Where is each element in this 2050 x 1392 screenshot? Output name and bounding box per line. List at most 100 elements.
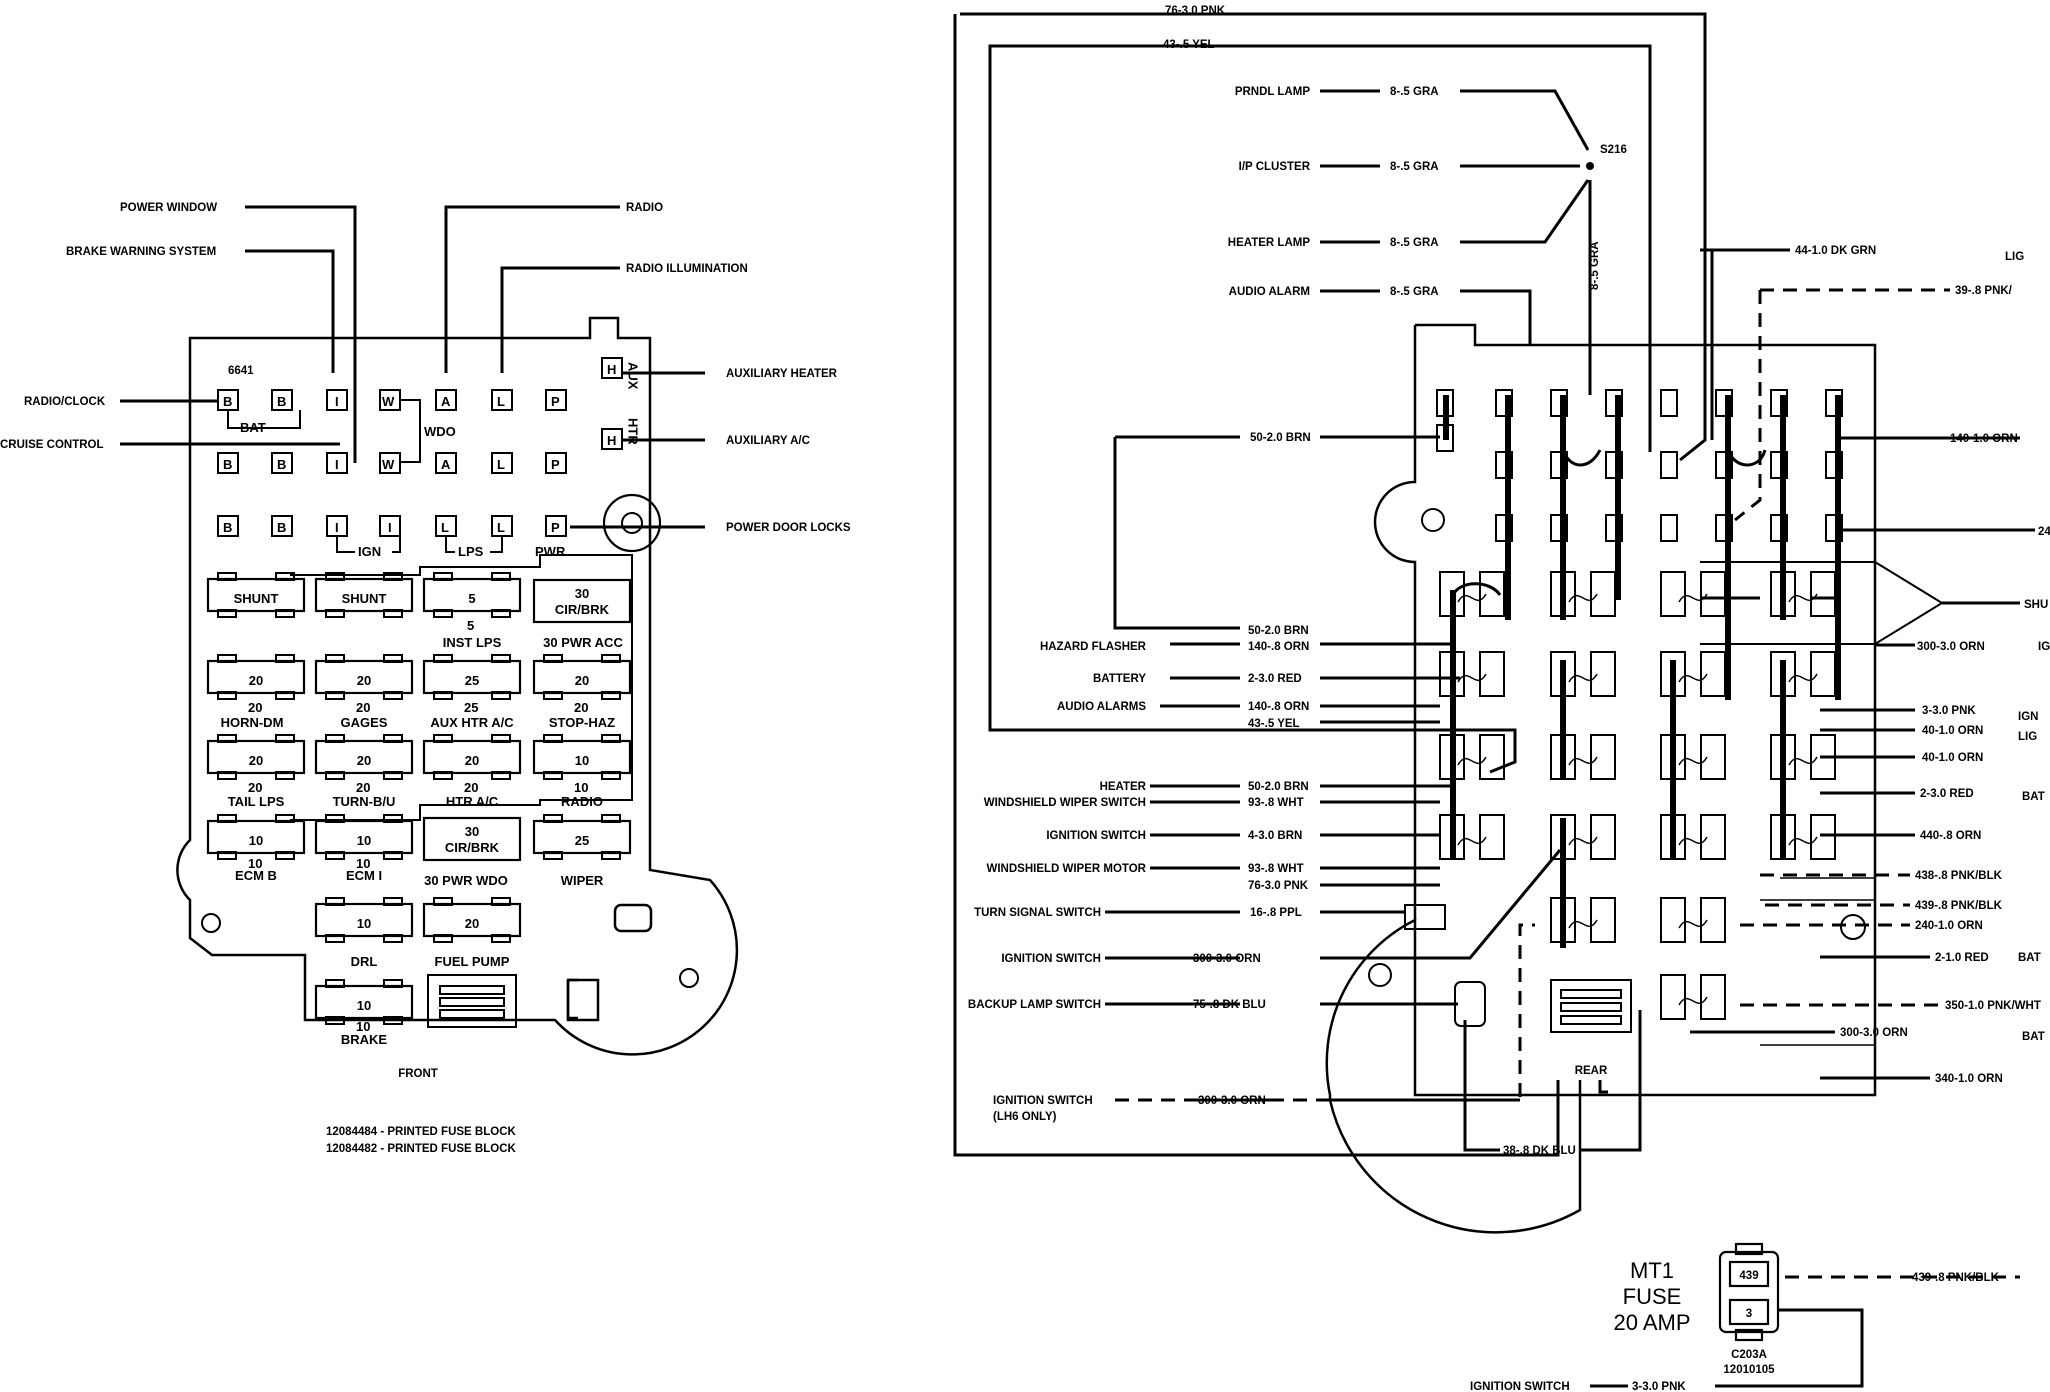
svg-text:WINDSHIELD WIPER SWITCH: WINDSHIELD WIPER SWITCH <box>984 797 1146 809</box>
right-fuse-block <box>1325 323 1944 1234</box>
svg-text:439-.8 PNK/BLK: 439-.8 PNK/BLK <box>1915 900 2003 912</box>
svg-text:BACKUP LAMP SWITCH: BACKUP LAMP SWITCH <box>968 999 1101 1011</box>
svg-text:RADIO: RADIO <box>561 794 603 809</box>
svg-text:40-1.0 ORN: 40-1.0 ORN <box>1922 725 1983 737</box>
svg-text:8-.5 GRA: 8-.5 GRA <box>1390 86 1439 98</box>
svg-text:25: 25 <box>575 833 589 848</box>
svg-text:10: 10 <box>575 753 589 768</box>
svg-text:340-1.0 ORN: 340-1.0 ORN <box>1935 1073 2003 1085</box>
svg-text:TURN SIGNAL SWITCH: TURN SIGNAL SWITCH <box>974 907 1101 919</box>
svg-text:L: L <box>497 394 505 409</box>
svg-text:40-1.0 ORN: 40-1.0 ORN <box>1922 752 1983 764</box>
svg-text:HTR A/C: HTR A/C <box>446 794 499 809</box>
svg-text:2-3.0 RED: 2-3.0 RED <box>1248 673 1302 685</box>
svg-text:44-1.0 DK GRN: 44-1.0 DK GRN <box>1795 245 1876 257</box>
svg-text:AUDIO ALARMS: AUDIO ALARMS <box>1057 701 1146 713</box>
svg-text:SHU: SHU <box>2024 599 2048 611</box>
svg-text:WINDSHIELD WIPER MOTOR: WINDSHIELD WIPER MOTOR <box>986 863 1146 875</box>
svg-text:B: B <box>277 394 286 409</box>
svg-text:MT1: MT1 <box>1630 1258 1674 1283</box>
svg-text:8-.5 GRA: 8-.5 GRA <box>1390 161 1439 173</box>
svg-text:240: 240 <box>2038 526 2050 538</box>
svg-text:30: 30 <box>465 824 479 839</box>
svg-text:SHUNT: SHUNT <box>342 591 387 606</box>
svg-text:10: 10 <box>357 833 371 848</box>
svg-text:300-3.0 ORN: 300-3.0 ORN <box>1840 1027 1908 1039</box>
svg-text:25: 25 <box>464 700 478 715</box>
svg-text:B: B <box>223 520 232 535</box>
svg-text:438-.8 PNK/BLK: 438-.8 PNK/BLK <box>1915 870 2003 882</box>
svg-text:AUDIO ALARM: AUDIO ALARM <box>1229 286 1310 298</box>
svg-text:STOP-HAZ: STOP-HAZ <box>549 715 615 730</box>
mt1-fuse: MT1 FUSE 20 AMP 439 3 C203A 12010105 439… <box>1470 1242 2000 1392</box>
svg-text:IGNITION SWITCH: IGNITION SWITCH <box>993 1095 1093 1107</box>
svg-text:DRL: DRL <box>351 954 378 969</box>
svg-text:I: I <box>335 520 339 535</box>
svg-text:20: 20 <box>575 673 589 688</box>
svg-text:BAT: BAT <box>2022 791 2045 803</box>
svg-text:TURN-B/U: TURN-B/U <box>333 794 396 809</box>
svg-text:BAT: BAT <box>2018 952 2041 964</box>
svg-text:CIR/BRK: CIR/BRK <box>555 602 610 617</box>
svg-text:12084484 - PRINTED FUSE BLOCK: 12084484 - PRINTED FUSE BLOCK <box>326 1126 517 1138</box>
svg-text:20: 20 <box>356 780 370 795</box>
htr-vertical: HTR <box>626 418 641 445</box>
aux-vertical: AUX <box>626 362 641 390</box>
svg-text:300-3.0 ORN: 300-3.0 ORN <box>1198 1095 1266 1107</box>
svg-text:IGN: IGN <box>2018 711 2038 723</box>
svg-text:20: 20 <box>464 780 478 795</box>
svg-text:GAGES: GAGES <box>341 715 388 730</box>
svg-text:25: 25 <box>465 673 479 688</box>
svg-text:B: B <box>223 394 232 409</box>
svg-text:IGN: IGN <box>358 544 381 559</box>
svg-text:FUEL PUMP: FUEL PUMP <box>435 954 510 969</box>
svg-text:140-1.0 ORN: 140-1.0 ORN <box>1950 433 2018 445</box>
svg-text:CIR/BRK: CIR/BRK <box>445 840 500 855</box>
right-labels: 76-3.0 PNK 43-.5 YEL PRNDL LAMP 8-.5 GRA… <box>968 5 2050 1157</box>
svg-text:5: 5 <box>467 618 474 633</box>
svg-text:WIPER: WIPER <box>561 873 604 888</box>
svg-text:39-.8 PNK/: 39-.8 PNK/ <box>1955 285 2013 297</box>
svg-text:LPS: LPS <box>458 544 484 559</box>
svg-text:W: W <box>382 457 395 472</box>
svg-text:BATTERY: BATTERY <box>1093 673 1146 685</box>
svg-text:LIG: LIG <box>2005 251 2024 263</box>
svg-text:300-3.0 ORN: 300-3.0 ORN <box>1917 641 1985 653</box>
svg-text:ECM B: ECM B <box>235 868 277 883</box>
svg-text:3-3.0 PNK: 3-3.0 PNK <box>1922 705 1976 717</box>
svg-text:8-.5 GRA: 8-.5 GRA <box>1589 241 1601 290</box>
label-aux-ac: AUXILIARY A/C <box>726 435 810 447</box>
svg-text:10: 10 <box>356 856 370 871</box>
label-radio: RADIO <box>626 202 663 214</box>
right-cavities <box>1404 389 1843 1033</box>
svg-text:REAR: REAR <box>1575 1065 1608 1077</box>
left-footer: FRONT 12084484 - PRINTED FUSE BLOCK 1208… <box>326 1068 517 1155</box>
svg-text:ECM I: ECM I <box>346 868 382 883</box>
svg-text:B: B <box>223 457 232 472</box>
left-terminals: B B I W A L P H H B B I W A L P B B I I … <box>217 357 623 537</box>
svg-text:43-.5 YEL: 43-.5 YEL <box>1163 39 1215 51</box>
svg-text:140-.8 ORN: 140-.8 ORN <box>1248 641 1309 653</box>
svg-text:BRAKE: BRAKE <box>341 1032 388 1047</box>
svg-text:3-3.0 PNK: 3-3.0 PNK <box>1632 1381 1686 1392</box>
svg-text:2-1.0 RED: 2-1.0 RED <box>1935 952 1989 964</box>
svg-text:20: 20 <box>356 700 370 715</box>
svg-text:76-3.0 PNK: 76-3.0 PNK <box>1248 880 1309 892</box>
svg-text:30 PWR ACC: 30 PWR ACC <box>543 635 623 650</box>
left-top-labels: POWER WINDOW BRAKE WARNING SYSTEM RADIO … <box>0 202 851 534</box>
svg-text:FUSE: FUSE <box>1623 1284 1682 1309</box>
svg-text:L: L <box>497 520 505 535</box>
svg-text:P: P <box>551 394 560 409</box>
group-brackets <box>227 399 503 553</box>
svg-text:50-2.0 BRN: 50-2.0 BRN <box>1250 432 1311 444</box>
svg-text:50-2.0 BRN: 50-2.0 BRN <box>1248 625 1309 637</box>
svg-text:20: 20 <box>574 700 588 715</box>
svg-text:300-3.0 ORN: 300-3.0 ORN <box>1193 953 1261 965</box>
svg-text:20: 20 <box>248 780 262 795</box>
svg-text:A: A <box>441 457 451 472</box>
svg-text:440-.8 ORN: 440-.8 ORN <box>1920 830 1981 842</box>
svg-text:INST LPS: INST LPS <box>443 635 502 650</box>
svg-text:93-.8 WHT: 93-.8 WHT <box>1248 797 1304 809</box>
svg-text:B: B <box>277 520 286 535</box>
